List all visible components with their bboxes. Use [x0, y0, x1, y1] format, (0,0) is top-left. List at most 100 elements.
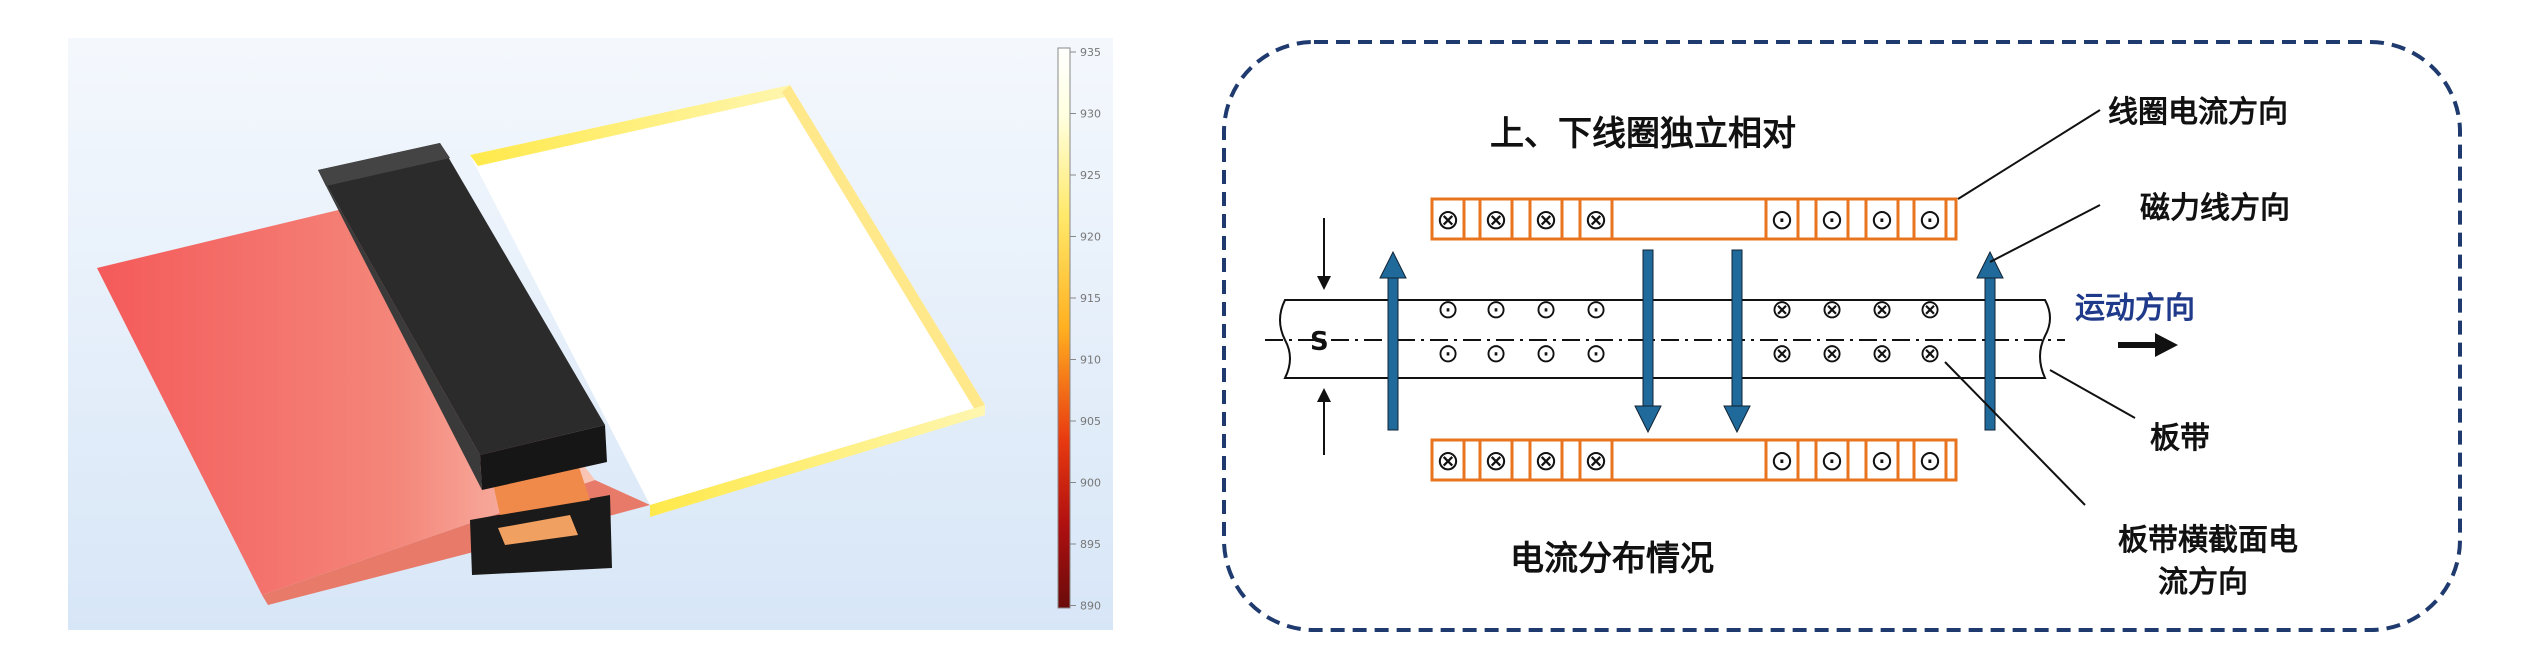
colorbar-tick-label: 920 [1080, 231, 1101, 244]
coil-conductor [1764, 197, 1800, 241]
coil-conductor [1814, 197, 1850, 241]
leader-strip-current [1944, 361, 2086, 506]
flux-arrows [1379, 249, 2004, 434]
coil-conductor [1864, 438, 1900, 482]
coil-conductor [1912, 438, 1948, 482]
strip-current-into-symbol: ⊗ [1871, 339, 1893, 369]
colorbar-tick-label: 905 [1080, 415, 1101, 428]
callouts: 线圈电流方向 磁力线方向 板带 板带横截面电 流方向 [1944, 95, 2298, 600]
coil-conductor [1478, 438, 1514, 482]
motion-label: 运动方向 [2075, 291, 2195, 326]
coil-conductor [1528, 438, 1564, 482]
current-out-symbol: ⊙ [1870, 203, 1893, 236]
strip-edge-front [650, 405, 985, 517]
current-out-symbol: ⊙ [1820, 203, 1843, 236]
strip-cross-section: ⊙⊙⊙⊙⊗⊗⊗⊗⊙⊙⊙⊙⊗⊗⊗⊗ [1265, 295, 2065, 379]
coil-conductor [1912, 197, 1948, 241]
colorbar-tick-label: 900 [1080, 477, 1101, 490]
leader-coil-current [1957, 109, 2101, 200]
label-strip-current-1: 板带横截面电 [2118, 523, 2298, 558]
coil-conductor [1864, 197, 1900, 241]
flux-arrow-head [1976, 250, 2004, 279]
colorbar-tick-label: 895 [1080, 538, 1101, 551]
label-strip-current-2: 流方向 [2158, 565, 2248, 600]
colorbar [1057, 47, 1071, 609]
current-out-symbol: ⊙ [1918, 203, 1941, 236]
schematic-diagram: 上、下线圈独立相对 电流分布情况 ⊗⊗⊗⊗⊙⊙⊙⊙ ⊗⊗⊗⊗⊙⊙⊙⊙ ⊙⊙⊙⊙⊗… [1222, 40, 2462, 632]
strip-current-out-symbol: ⊙ [1585, 339, 1607, 369]
coil-lower-reflection [498, 515, 578, 545]
motion-arrow-head [2155, 333, 2178, 357]
current-into-symbol: ⊗ [1534, 203, 1557, 236]
current-out-symbol: ⊙ [1820, 444, 1843, 477]
gap-indicator: S [1310, 218, 1331, 455]
simulation-render: 935 930 925 920 915 910 905 900 895 890 [68, 38, 1113, 630]
current-into-symbol: ⊗ [1584, 203, 1607, 236]
motion-indicator: 运动方向 [2075, 291, 2195, 357]
strip-incoming-region [97, 200, 595, 595]
coil-conductor [1478, 197, 1514, 241]
strip-edge-right [782, 85, 985, 410]
current-into-symbol: ⊗ [1584, 444, 1607, 477]
strip-current-into-symbol: ⊗ [1919, 295, 1941, 325]
coil-conductor [1578, 197, 1614, 241]
flux-arrow-shaft [1387, 277, 1399, 431]
flux-arrow-head [1723, 405, 1751, 434]
lower-coil: ⊗ ⊗ ⊗ ⊗ ⊙ ⊙ ⊙ ⊙ [1430, 438, 1958, 482]
current-into-symbol: ⊗ [1534, 444, 1557, 477]
current-out-symbol: ⊙ [1770, 203, 1793, 236]
flux-arrow-shaft [1642, 249, 1654, 407]
coil-conductor [1528, 197, 1564, 241]
current-into-symbol: ⊗ [1484, 444, 1507, 477]
colorbar-tick-label: 890 [1080, 600, 1101, 613]
current-into-symbol: ⊗ [1436, 444, 1459, 477]
title-bottom: 电流分布情况 [1510, 539, 1714, 579]
strip-current-into-symbol: ⊗ [1919, 339, 1941, 369]
dashed-frame [1222, 40, 2462, 632]
label-coil-current: 线圈电流方向 [2108, 95, 2288, 130]
inductor-upper-top-edge [318, 143, 450, 186]
strip-current-into-symbol: ⊗ [1821, 295, 1843, 325]
inductor-upper-front [480, 425, 607, 490]
strip-current-out-symbol: ⊙ [1437, 339, 1459, 369]
coil-conductor [1814, 438, 1850, 482]
strip-current-out-symbol: ⊙ [1485, 339, 1507, 369]
current-into-symbol: ⊗ [1436, 203, 1459, 236]
current-out-symbol: ⊙ [1770, 444, 1793, 477]
upper-coil: ⊗ ⊗ ⊗ ⊗ ⊙ ⊙ ⊙ ⊙ [1430, 197, 1958, 241]
current-into-symbol: ⊗ [1484, 203, 1507, 236]
strip-current-out-symbol: ⊙ [1437, 295, 1459, 325]
title-top: 上、下线圈独立相对 [1490, 114, 1796, 154]
coil-conductor [1430, 197, 1466, 241]
label-strip: 板带 [2150, 421, 2210, 456]
strip-current-out-symbol: ⊙ [1535, 339, 1557, 369]
colorbar-tick-label: 910 [1080, 354, 1101, 367]
strip-current-out-symbol: ⊙ [1485, 295, 1507, 325]
current-out-symbol: ⊙ [1870, 444, 1893, 477]
strip-heated-region [470, 85, 985, 505]
colorbar-tick-label: 925 [1080, 169, 1101, 182]
current-out-symbol: ⊙ [1918, 444, 1941, 477]
flux-arrow-head [1634, 405, 1662, 434]
flux-arrow-shaft [1731, 249, 1743, 407]
coil-conductor [1578, 438, 1614, 482]
label-flux: 磁力线方向 [2140, 191, 2290, 226]
strip-current-out-symbol: ⊙ [1535, 295, 1557, 325]
coil-conductor [1764, 438, 1800, 482]
flux-arrow-head [1379, 250, 1407, 279]
strip-current-into-symbol: ⊗ [1771, 295, 1793, 325]
leader-strip [2049, 369, 2136, 419]
inductor-upper-side [318, 170, 482, 490]
inductor-upper-body [318, 143, 605, 455]
colorbar-tick-label: 915 [1080, 292, 1101, 305]
leader-flux [1989, 204, 2101, 263]
colorbar-ticks: 935 930 925 920 915 910 905 900 895 890 [1070, 46, 1101, 613]
colorbar-tick-label: 935 [1080, 46, 1101, 59]
strip-edge-top [470, 85, 795, 166]
colorbar-tick-label: 930 [1080, 108, 1101, 121]
gap-label: S [1310, 327, 1329, 357]
coil-conductor [1430, 438, 1466, 482]
strip-current-into-symbol: ⊗ [1771, 339, 1793, 369]
strip-current-out-symbol: ⊙ [1585, 295, 1607, 325]
